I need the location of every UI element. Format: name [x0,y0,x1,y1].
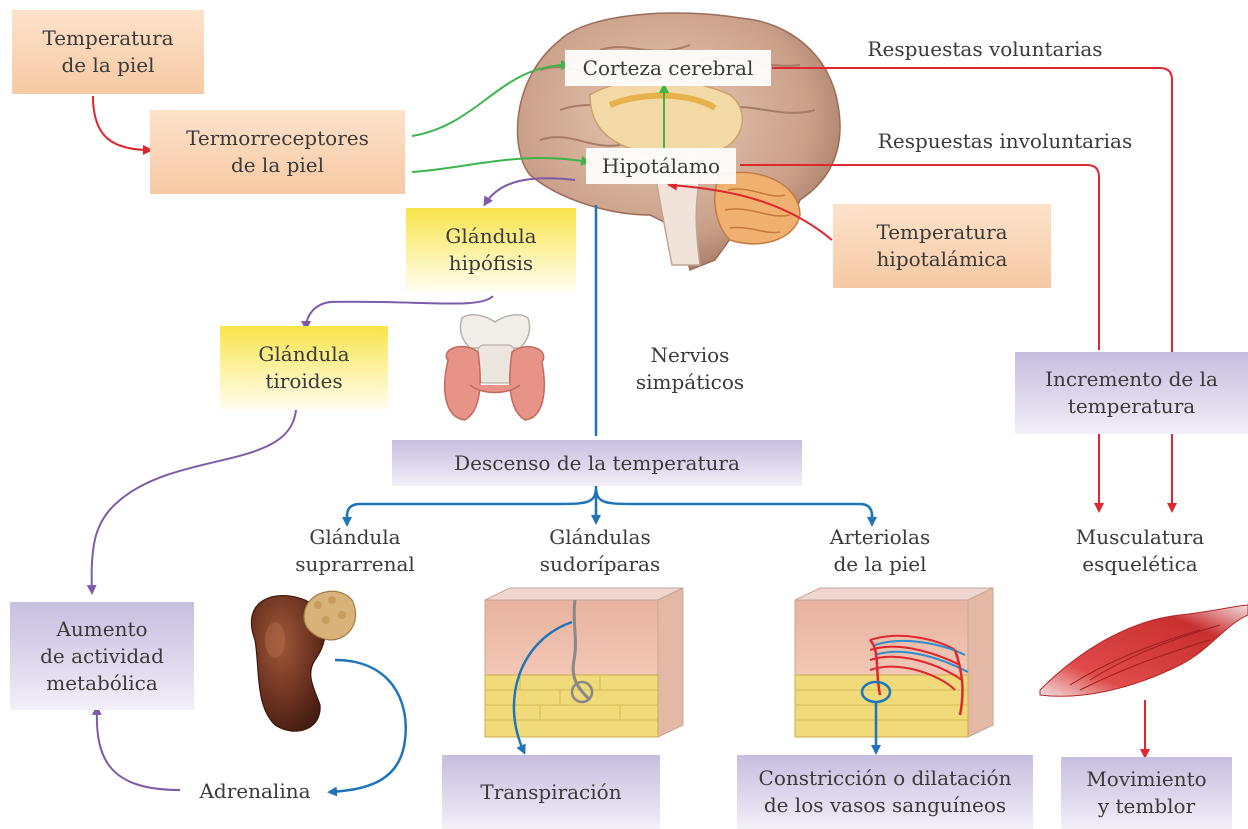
arrow-hypothalamic-temp [667,180,833,241]
pituitary-gland-box: Glándula hipófisis [406,208,576,292]
arrow-adrenal-to-adrenaline [327,658,407,797]
thyroid-gland-box: Glándula tiroides [220,326,388,410]
temperature-decrease-box: Descenso de la temperatura [392,440,802,486]
sweat-glands-label: Glándulas sudoríparas [539,525,661,576]
voluntary-responses-label: Respuestas voluntarias [867,37,1103,61]
skeletal-muscle-label: Musculatura esquelética [1075,525,1205,576]
adrenaline-label: Adrenalina [199,779,311,803]
arrow-thyroid-to-metabolism [86,409,297,595]
arrow-adrenaline-to-metabolism [91,705,181,791]
arrow-sweat-to-transpiration [512,620,573,755]
arrow-involuntary-response [740,164,1100,350]
movement-tremor-box: Movimiento y temblor [1061,757,1232,829]
metabolic-activity-box: Aumento de actividad metabólica [10,602,194,710]
transpiration-box: Transpiración [442,755,660,829]
vessel-constriction-box: Constricción o dilatación de los vasos s… [737,755,1033,829]
skin-temperature-box: Temperatura de la piel [12,10,204,94]
arrow-skin-temp-to-receptors [92,95,153,155]
hypothalamus-box: Hipotálamo [586,148,736,184]
skin-arterioles-illustration [794,587,994,738]
arrow-voluntary-response [772,67,1177,513]
adrenal-gland-illustration [250,590,357,732]
arrow-receptors-to-cortex [411,60,571,137]
cerebral-cortex-box: Corteza cerebral [565,50,771,86]
sympathetic-nerves-label: Nervios simpáticos [635,343,745,394]
temperature-increase-box: Incremento de la temperatura [1015,352,1248,434]
hypothalamic-temperature-box: Temperatura hipotalámica [833,204,1051,288]
arrow-hypothalamus-to-pituitary [483,177,576,207]
arrow-descent-branch [345,485,874,524]
skin-arterioles-label: Arteriolas de la piel [829,525,931,576]
adrenal-gland-label: Glándula suprarrenal [295,525,415,576]
involuntary-responses-label: Respuestas involuntarias [877,129,1133,153]
thermoreceptors-box: Termorreceptores de la piel [150,110,405,194]
arteriole-ring [860,680,892,704]
thyroid-gland-illustration [444,314,545,421]
arrow-pituitary-to-thyroid [301,295,494,331]
arrow-receptors-to-hypothalamus [411,155,591,173]
